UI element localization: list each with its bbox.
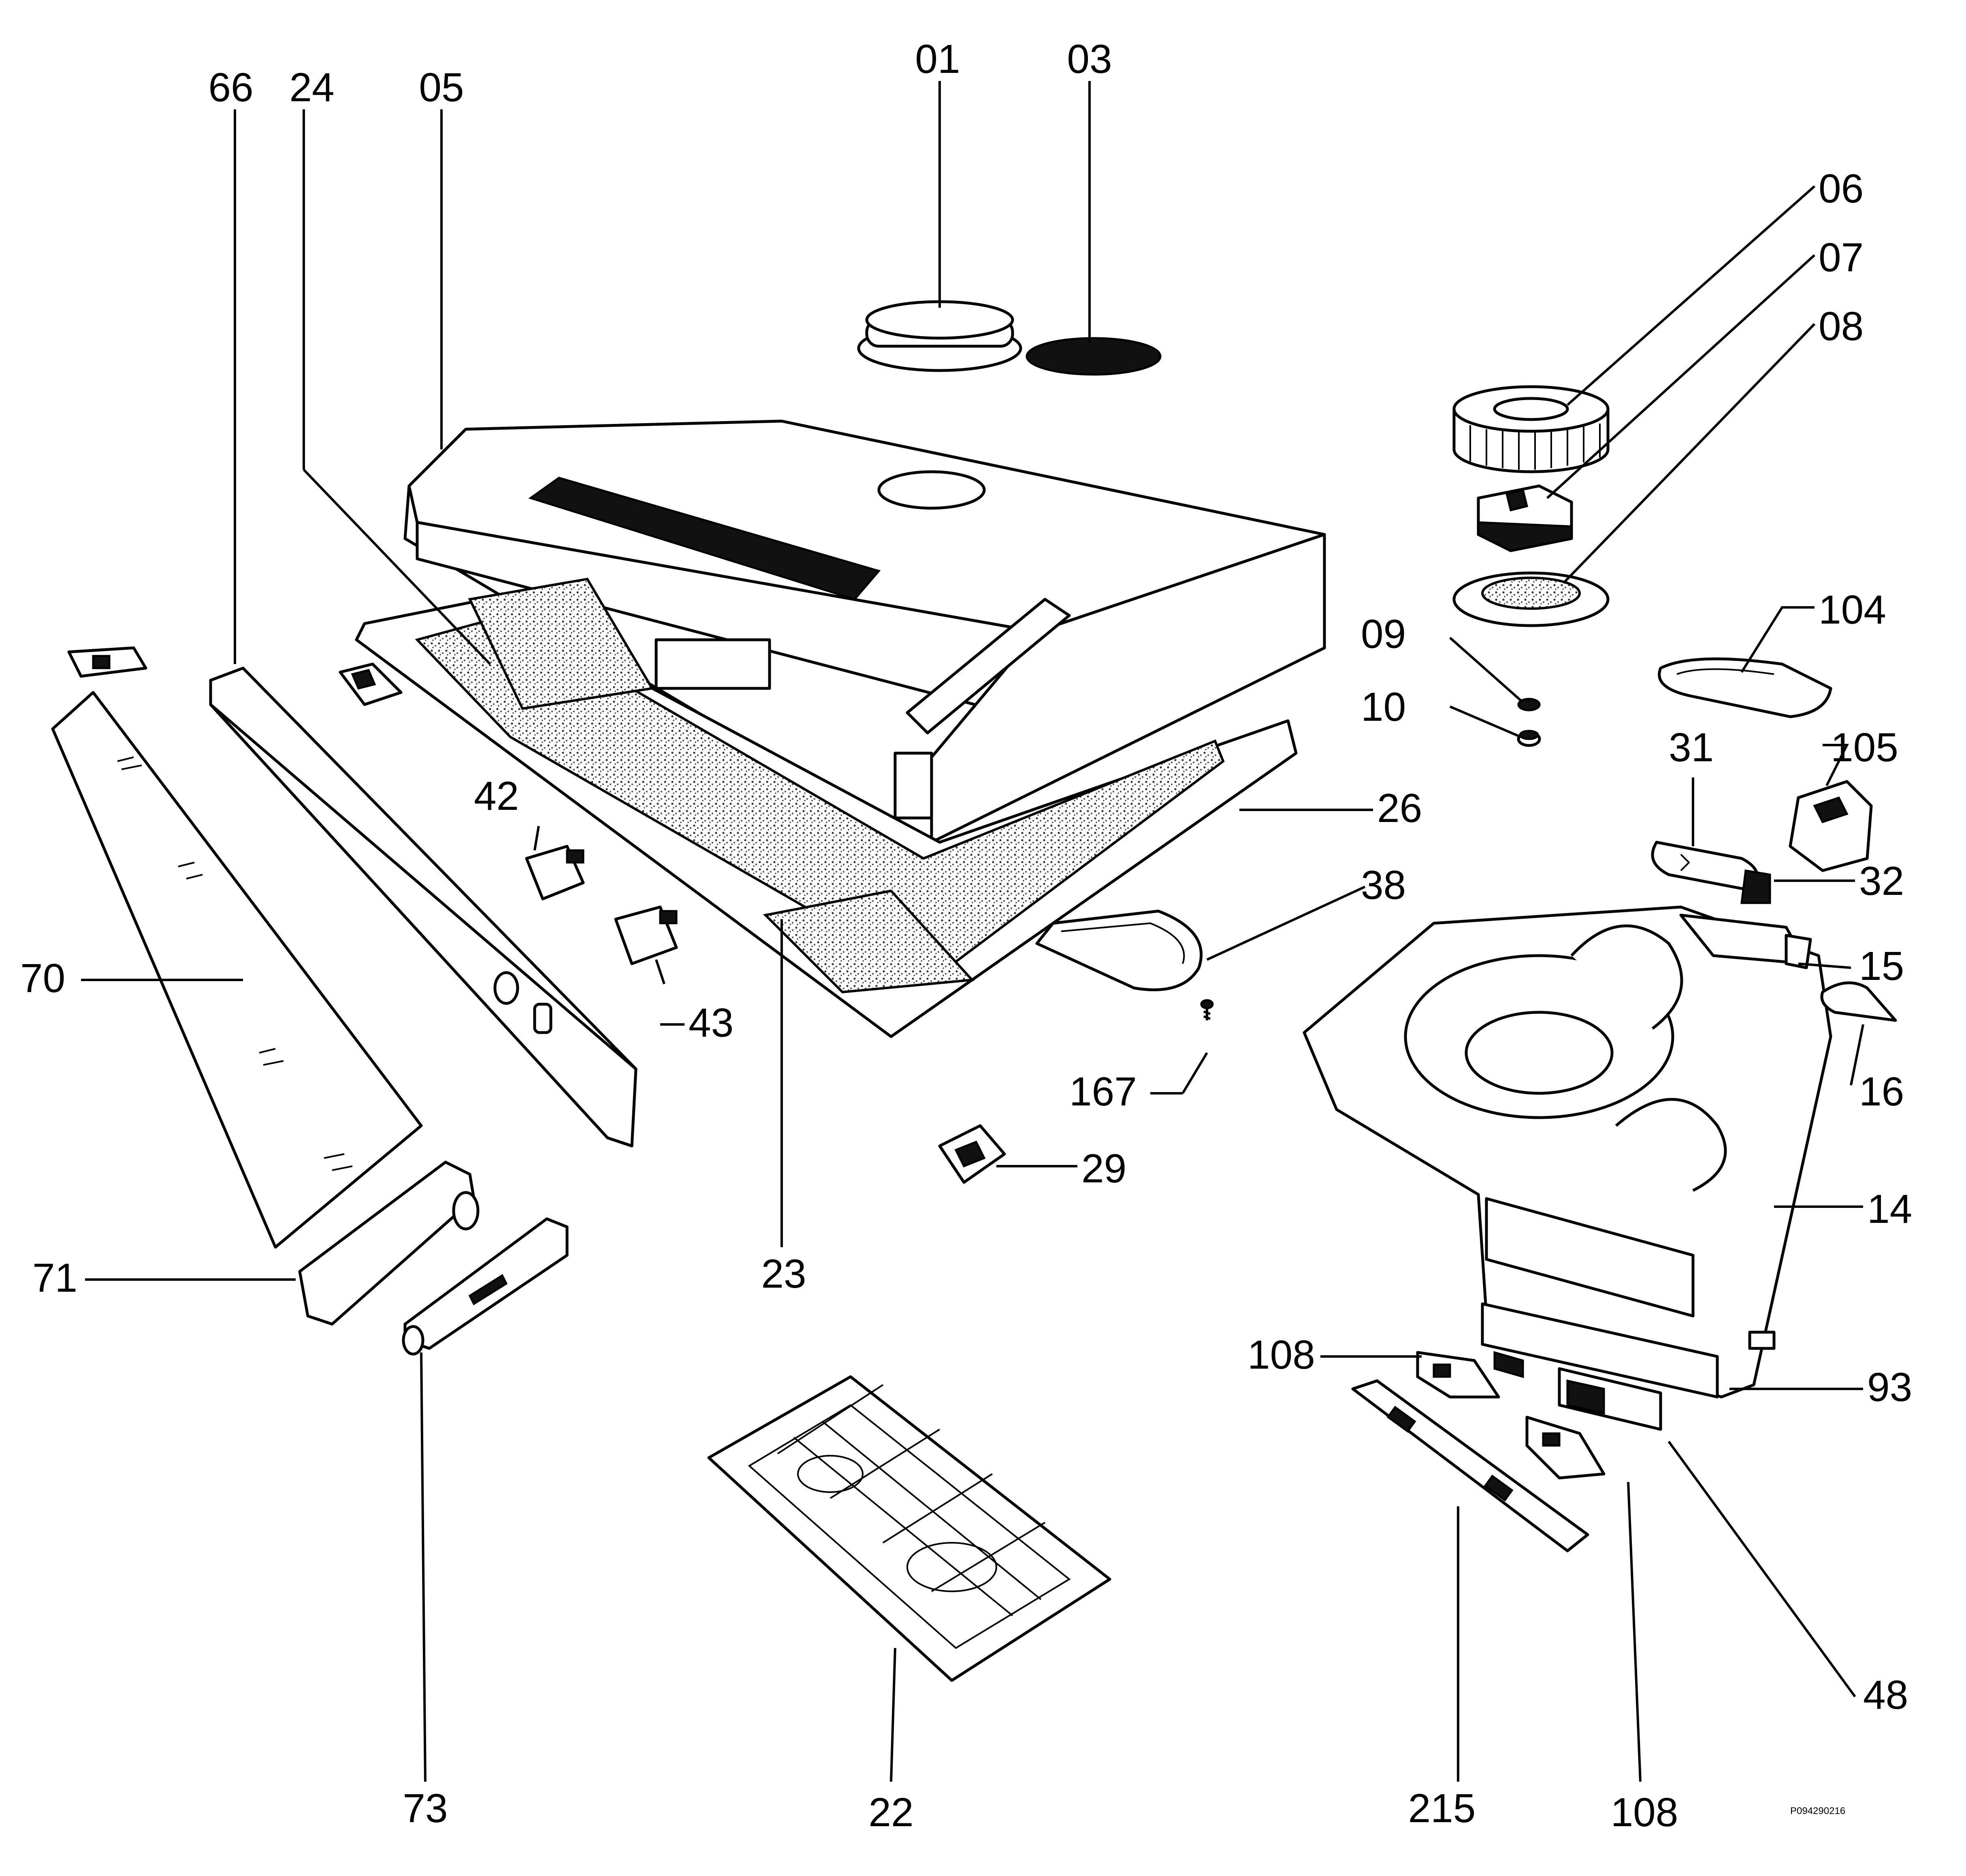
part-43-button: [614, 905, 678, 965]
label-104: 104: [1819, 587, 1886, 632]
label-07: 07: [1819, 235, 1864, 280]
part-number-labels: 01 03 66 24 05 06 07 08 09 10 104 31 105…: [20, 36, 1912, 1835]
part-71-visor-hinge: [298, 1161, 480, 1326]
part-24-filter-panel: [468, 577, 654, 710]
label-23: 23: [761, 1251, 806, 1297]
part-09-washer: [1517, 698, 1541, 711]
part-03-black-disc: [1026, 337, 1162, 376]
part-42-button: [525, 845, 585, 901]
part-32-lamp-socket: [1740, 869, 1771, 904]
label-108-lower: 108: [1611, 1790, 1678, 1835]
label-06: 06: [1819, 166, 1864, 211]
label-31: 31: [1669, 725, 1714, 770]
label-93: 93: [1867, 1365, 1912, 1410]
part-08-fan-wheel: [1452, 571, 1610, 627]
label-16: 16: [1859, 1069, 1904, 1114]
label-32: 32: [1859, 858, 1904, 904]
label-108-upper: 108: [1247, 1332, 1315, 1378]
part-16-wedge: [1820, 981, 1897, 1022]
part-22-carbon-filter: [707, 1375, 1111, 1682]
part-108-switch-lower: [1525, 1416, 1606, 1480]
part-29-clip: [938, 1124, 1006, 1184]
part-07-motor: [1477, 484, 1573, 552]
label-05: 05: [419, 65, 464, 110]
label-26: 26: [1377, 786, 1422, 831]
part-73-visor-bracket: [402, 1217, 569, 1356]
label-14: 14: [1867, 1186, 1912, 1232]
label-42: 42: [474, 773, 519, 819]
part-66-front-trim: [209, 667, 638, 1148]
label-22: 22: [868, 1790, 913, 1835]
label-09: 09: [1361, 611, 1406, 657]
label-15: 15: [1859, 943, 1904, 989]
label-71: 71: [32, 1255, 77, 1301]
label-48: 48: [1863, 1672, 1908, 1718]
part-15-clip: [1785, 934, 1812, 969]
label-38: 38: [1361, 862, 1406, 908]
label-29: 29: [1081, 1146, 1126, 1191]
drawing-code: P094290216: [1790, 1806, 1845, 1816]
part-10-bushing: [1517, 730, 1541, 747]
label-08: 08: [1819, 304, 1864, 349]
part-167-screw: [1200, 999, 1214, 1020]
label-105: 105: [1831, 725, 1898, 770]
label-03: 03: [1067, 36, 1112, 82]
part-23-filter-panel: [763, 889, 975, 994]
label-01: 01: [915, 36, 960, 82]
part-31-lamp-bulb: [1651, 841, 1759, 892]
part-108-switch-upper: [1416, 1351, 1500, 1399]
part-06-cylinder-filter: [1452, 385, 1610, 473]
label-70: 70: [20, 956, 65, 1001]
part-70-glass-visor: [51, 646, 423, 1249]
part-14-fan-housing: [1303, 905, 1832, 1399]
part-01-cover-cap: [857, 300, 1022, 372]
part-48-control-pcb: [1558, 1367, 1662, 1431]
label-167: 167: [1069, 1069, 1137, 1114]
label-73: 73: [403, 1786, 448, 1831]
label-10: 10: [1361, 684, 1406, 730]
leader-lines: [81, 81, 1864, 1782]
label-43: 43: [689, 1000, 734, 1046]
label-66: 66: [208, 65, 253, 110]
part-38-duct-piece: [1035, 909, 1203, 991]
label-24: 24: [289, 65, 334, 110]
part-clip-small: [339, 662, 403, 706]
part-105-lamp-holder: [1789, 780, 1873, 872]
part-215-switch-bar: [1351, 1379, 1589, 1552]
label-215: 215: [1408, 1786, 1476, 1831]
part-104-lamp-cover: [1658, 657, 1832, 718]
